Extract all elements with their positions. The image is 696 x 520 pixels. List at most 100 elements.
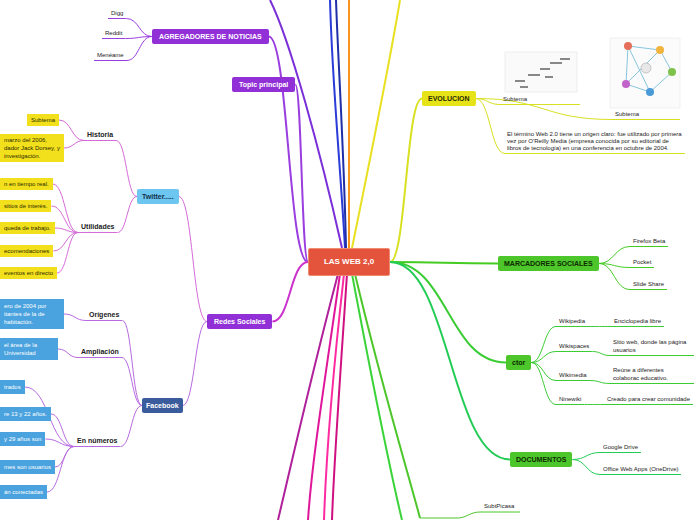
node-text: MARCADORES SOCIALES: [504, 259, 593, 268]
branch-box: Redes Sociales: [207, 314, 272, 329]
branch-connector: [531, 363, 556, 405]
leaf-text: Wikispaces: [556, 342, 592, 352]
branch-box: ctor: [506, 355, 531, 370]
branch-connector: [122, 358, 142, 406]
node-text: Creado para crear comunidade: [607, 395, 690, 403]
leaf-text: Pocket: [630, 258, 654, 268]
branch-connector: [590, 381, 610, 384]
branch-connector: [584, 404, 604, 405]
leaf-box: trados: [0, 380, 25, 394]
node-text: Facebook: [146, 401, 179, 410]
node-text: Office Web Apps (OneDrive): [603, 465, 678, 473]
node-text: Enciclopedia libre: [614, 317, 661, 325]
node-text: Wikimedia: [559, 371, 587, 379]
leaf-text: Ninewiki: [556, 395, 584, 405]
branch-box: Facebook: [142, 398, 183, 413]
leaf-box: queda de trabajo.: [0, 222, 55, 234]
node-text: queda de trabajo.: [4, 224, 51, 232]
branch-connector: [58, 349, 78, 358]
node-text: sitios de interés.: [4, 202, 47, 210]
branch-connector: [390, 262, 506, 363]
node-text: Reúne a diferentes colaborac educativo.: [613, 366, 691, 382]
branch-connector: [476, 99, 505, 154]
subtopic-text: Orígenes: [86, 310, 122, 321]
node-text: LAS WEB 2,0: [319, 257, 379, 267]
leader-line: [420, 512, 520, 518]
node-text: ecomendaciones: [4, 247, 49, 255]
node-text: Subtema: [31, 116, 55, 124]
branch-connector: [599, 264, 630, 290]
branch-line: [332, 274, 347, 520]
branch-connector: [117, 197, 137, 233]
node-text: DOCUMENTOS: [516, 455, 566, 464]
subtopic-text: En números: [74, 436, 120, 447]
illustration: [505, 38, 680, 108]
branch-line: [352, 274, 402, 520]
branch-line: [348, 0, 350, 248]
branch-connector: [592, 352, 610, 356]
branch-connector: [390, 262, 498, 264]
network-people: [622, 42, 676, 96]
branch-connector: [51, 206, 78, 233]
node-text: trados: [4, 383, 21, 391]
leaf-box: sitios de interés.: [0, 200, 51, 212]
branch-connector: [120, 406, 142, 447]
leaf-text: Wikipedia: [556, 317, 588, 327]
leaf-text: Menéame: [94, 51, 127, 61]
branch-box: EVOLUCION: [422, 91, 476, 106]
branch-connector: [122, 321, 142, 406]
node-text: Pocket: [633, 258, 651, 266]
branch-connector: [272, 262, 308, 322]
branch-connector: [531, 352, 556, 363]
node-text: Subtema: [503, 95, 577, 103]
leaf-text: Google Drive: [600, 443, 641, 453]
node-text: Slide Share: [633, 280, 664, 288]
leaf-text: Creado para crear comunidade: [604, 395, 693, 405]
branch-connector: [599, 247, 630, 264]
leaf-text: Reúne a diferentes colaborac educativo.: [610, 366, 694, 384]
branch-connector: [572, 460, 600, 475]
node-text: Sitio web, donde las página usuarios: [613, 338, 691, 354]
branch-line: [278, 274, 338, 520]
branch-connector: [45, 439, 74, 447]
branch-connector: [116, 141, 137, 197]
node-text: n en tiempo real.: [4, 180, 49, 188]
branch-connector: [183, 322, 207, 406]
branch-connector: [588, 326, 611, 327]
cut-branches: [270, 0, 520, 520]
node-text: Orígenes: [89, 310, 119, 319]
branch-connector: [64, 314, 86, 321]
branch-connector: [476, 99, 612, 120]
node-text: y 29 años son: [4, 435, 41, 443]
branch-line: [308, 274, 340, 520]
node-text: Twitter.....: [142, 192, 174, 201]
node-text: Ninewiki: [559, 395, 581, 403]
leaf-text: Enciclopedia libre: [611, 317, 664, 327]
leaf-box: án conectadas: [0, 485, 47, 499]
leaf-text: Slide Share: [630, 280, 667, 290]
node-text: Wikispaces: [559, 342, 589, 350]
leaf-box: marzo del 2006, dador Jack Dorsey, y inv…: [0, 134, 64, 162]
leaf-text: Subtema: [612, 110, 680, 120]
node-text: ctor: [512, 358, 525, 367]
leaf-box: re 13 y 22 años.: [0, 407, 51, 421]
node-text: mes son usuarios: [4, 463, 51, 471]
node-text: El término Web 2.0 tiene un origen claro…: [507, 131, 683, 152]
leaf-box: ero de 2004 por tiantes de la de habitac…: [0, 299, 64, 329]
leaf-text: Subtema: [500, 95, 580, 105]
leaf-text: Sitio web, donde las página usuarios: [610, 338, 694, 356]
branch-line: [330, 0, 345, 248]
branch-connector: [51, 414, 74, 447]
leaf-box: mes son usuarios: [0, 460, 55, 474]
network-image: [610, 38, 680, 108]
node-text: Menéame: [97, 51, 124, 59]
leaf-box: n en tiempo real.: [0, 178, 53, 190]
node-text: Utilidades: [81, 222, 114, 231]
node-text: Ampliación: [81, 347, 119, 356]
branch-line: [336, 0, 346, 248]
branch-connector: [531, 327, 556, 363]
node-text: marzo del 2006, dador Jack Dorsey, y inv…: [4, 136, 60, 160]
branch-connector: [64, 141, 84, 149]
node-text: Historia: [87, 130, 113, 139]
branch-connector: [179, 197, 207, 322]
